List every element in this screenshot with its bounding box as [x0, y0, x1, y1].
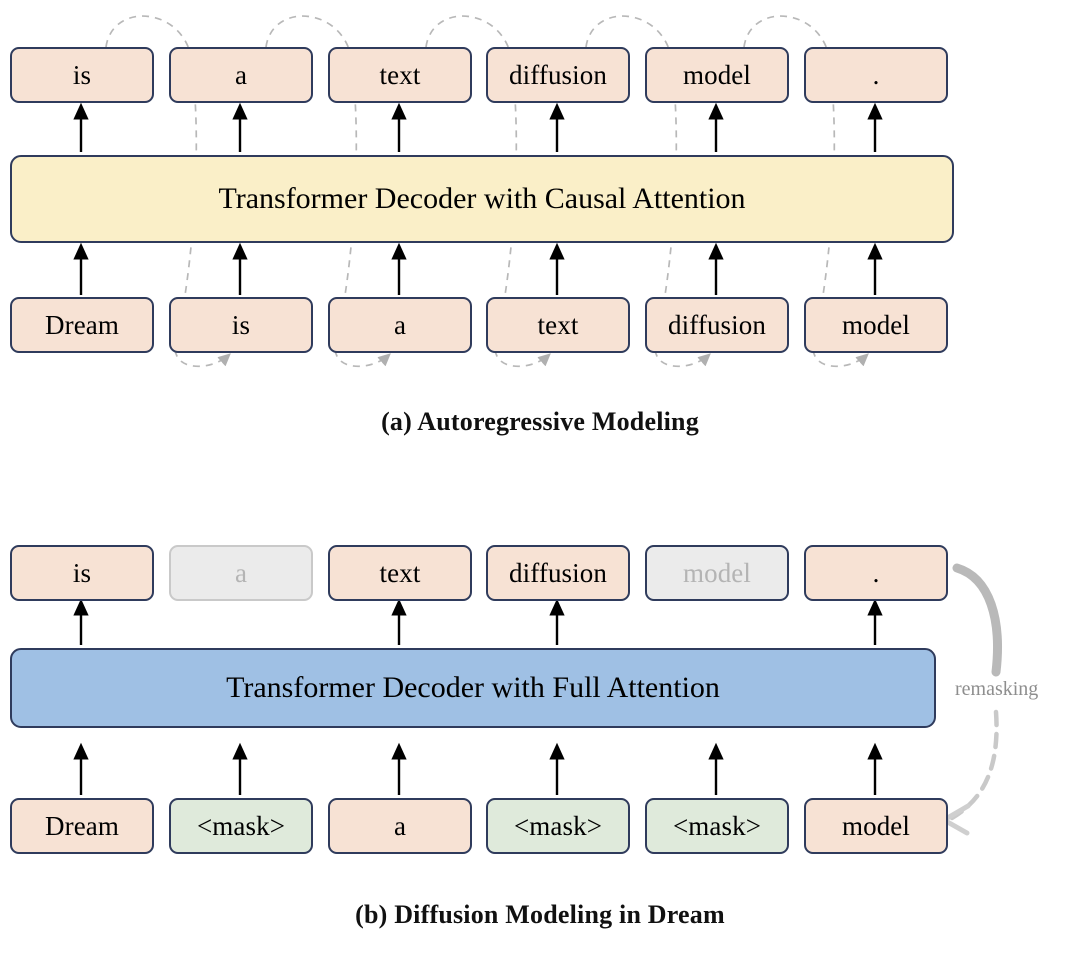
panel-a-input-token-0[interactable]: Dream: [10, 297, 154, 353]
panel-a-up-arrows-bottom: [73, 242, 883, 295]
panel-b-transformer-layer[interactable]: Transformer Decoder with Full Attention: [10, 648, 936, 728]
panel-a-output-token-4[interactable]: model: [645, 47, 789, 103]
panel-b-input-token-5[interactable]: model: [804, 798, 948, 854]
panel-b-output-token-0[interactable]: is: [10, 545, 154, 601]
panel-b-input-token-1[interactable]: <mask>: [169, 798, 313, 854]
panel-a-up-arrows-top: [73, 102, 883, 152]
panel-a-output-token-1[interactable]: a: [169, 47, 313, 103]
panel-b-input-token-2[interactable]: a: [328, 798, 472, 854]
panel-a-input-token-1[interactable]: is: [169, 297, 313, 353]
remasking-label: remasking: [955, 678, 1039, 700]
panel-b-caption: (b) Diffusion Modeling in Dream: [355, 900, 725, 929]
panel-a-output-token-0[interactable]: is: [10, 47, 154, 103]
panel-b-input-token-0[interactable]: Dream: [10, 798, 154, 854]
panel-a-output-token-2[interactable]: text: [328, 47, 472, 103]
panel-a-input-token-4[interactable]: diffusion: [645, 297, 789, 353]
panel-b-output-token-4[interactable]: model: [645, 545, 789, 601]
panel-a-input-token-5[interactable]: model: [804, 297, 948, 353]
panel-a-input-token-3[interactable]: text: [486, 297, 630, 353]
panel-b-output-token-3[interactable]: diffusion: [486, 545, 630, 601]
panel-a-output-token-5[interactable]: .: [804, 47, 948, 103]
panel-b-output-token-1[interactable]: a: [169, 545, 313, 601]
panel-b-output-token-5[interactable]: .: [804, 545, 948, 601]
panel-a-caption: (a) Autoregressive Modeling: [381, 407, 699, 436]
panel-a-output-token-3[interactable]: diffusion: [486, 47, 630, 103]
panel-b-input-token-4[interactable]: <mask>: [645, 798, 789, 854]
panel-b-up-arrows-top: [73, 598, 883, 645]
panel-b-up-arrows-bottom: [73, 742, 883, 795]
panel-b-output-token-2[interactable]: text: [328, 545, 472, 601]
panel-b-input-token-3[interactable]: <mask>: [486, 798, 630, 854]
panel-a-input-token-2[interactable]: a: [328, 297, 472, 353]
panel-a-transformer-layer[interactable]: Transformer Decoder with Causal Attentio…: [10, 155, 954, 243]
